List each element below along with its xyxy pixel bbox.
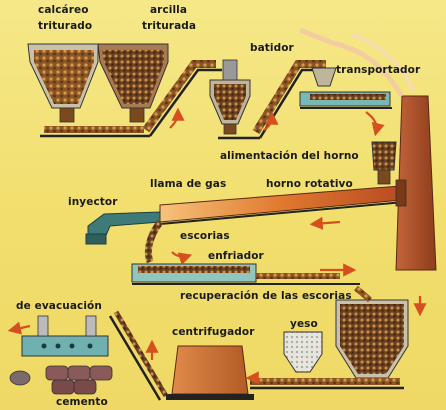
arrow-slag (172, 252, 188, 257)
label-inyector: inyector (68, 196, 117, 208)
label-llama: llama de gas (150, 178, 226, 190)
label-escorias: escorias (180, 230, 230, 242)
gypsum-hopper (284, 332, 322, 372)
label-calcareo: calcáreo (38, 4, 89, 16)
label-arcilla: arcilla (150, 4, 187, 16)
kiln-feed (372, 142, 396, 184)
label-horno: horno rotativo (266, 178, 353, 190)
clay-hopper (98, 44, 168, 108)
arrow-evacuation (12, 326, 30, 330)
arrow-hoppers (170, 112, 178, 128)
label-recuperacion: recuperación de las escorias (180, 290, 352, 302)
hopper-spouts (60, 108, 144, 122)
label-evacuacion: de evacuación (16, 300, 102, 312)
label-alimentacion: alimentación del horno (220, 150, 359, 162)
slag-chute (148, 222, 160, 262)
centrifuge (166, 346, 254, 400)
limestone-hopper (28, 44, 98, 108)
label-yeso: yeso (290, 318, 318, 330)
packing-conveyor (110, 312, 166, 400)
label-batidor: batidor (250, 42, 294, 54)
arrow-kiln (314, 222, 340, 224)
label-cemento: cemento (56, 396, 108, 408)
cooler-enfriador (132, 264, 360, 284)
bottom-conveyor (250, 378, 404, 388)
label-triturado: triturado (38, 20, 92, 32)
cement-bags (10, 366, 112, 394)
arrow-transporter (366, 112, 377, 132)
label-centrifugador: centrifugador (172, 326, 254, 338)
label-triturada: triturada (142, 20, 196, 32)
label-enfriador: enfriador (208, 250, 264, 262)
evacuation-box (22, 316, 108, 356)
label-transportador: transportador (336, 64, 420, 76)
